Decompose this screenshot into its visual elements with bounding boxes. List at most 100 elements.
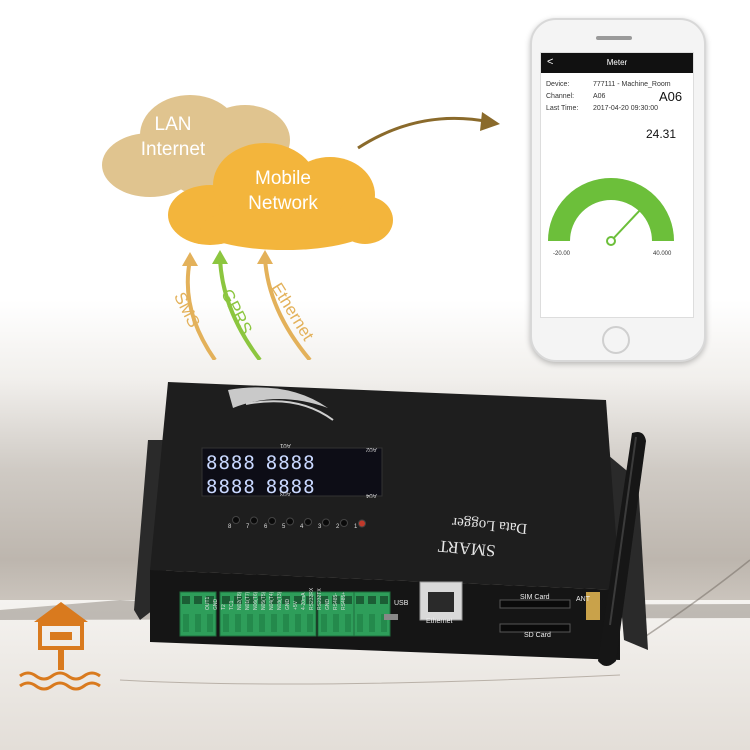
terminal-screw-0 <box>182 596 190 604</box>
link-arrow-0 <box>185 259 217 360</box>
ethernet-socket <box>428 592 454 612</box>
link-arrows <box>182 250 312 360</box>
antenna <box>598 432 646 666</box>
antenna-body <box>598 432 646 666</box>
antenna-connector <box>586 592 600 620</box>
terminal-label-4: N02(T8) <box>237 591 243 610</box>
terminal-label-11: +5V <box>293 600 299 610</box>
display-a3: 8888 <box>206 476 256 498</box>
tag-a03: A03 <box>280 490 291 496</box>
tag-a02: A02 <box>366 446 377 452</box>
terminal-screw-2 <box>206 596 214 604</box>
terminal-screw-15 <box>356 596 364 604</box>
led-display <box>201 447 383 497</box>
antenna-highlight <box>609 436 637 626</box>
gauge-needle <box>610 209 641 242</box>
logo-wave-1 <box>19 681 101 691</box>
terminal-pin <box>223 614 229 632</box>
sim-card-label: SIM Card <box>520 594 550 601</box>
terminal-label-3: TC1 <box>229 600 235 610</box>
ethernet-label-device: Ethernet <box>426 618 453 625</box>
terminal-label-14: RS232TX <box>317 588 323 610</box>
terminal-label-0: OUT1 <box>205 596 211 610</box>
terminal-screw-3 <box>222 596 230 604</box>
status-led-3 <box>322 518 330 527</box>
terminal-label-5: N01(T7) <box>245 591 251 610</box>
sd-slot <box>499 623 571 633</box>
device-top-face <box>150 382 620 590</box>
logo-post <box>58 648 64 670</box>
gauge-min: -20.00 <box>553 251 571 257</box>
channel-big: A06 <box>659 89 683 104</box>
terminal-screw-16 <box>368 596 376 604</box>
usb-port <box>384 614 398 620</box>
network-clouds <box>102 95 393 250</box>
device-value: 777111 - Machine_Room <box>593 81 671 88</box>
link-arrow-2 <box>263 257 312 360</box>
status-led-6 <box>268 517 276 525</box>
terminal-label-10: GND <box>285 598 291 610</box>
meter-app-screen: < Meter Device: 777111 - Machine_Room Ch… <box>540 52 694 318</box>
gauge-hub <box>606 236 616 246</box>
status-led-4 <box>304 518 312 526</box>
terminal-label-7: N05(T5) <box>261 591 267 610</box>
gauge-fill <box>548 178 674 242</box>
display-a1: 8888 <box>206 452 256 474</box>
tag-a01: A01 <box>280 442 291 448</box>
device-label: Device: <box>546 81 570 88</box>
terminal-screw-5 <box>246 596 254 604</box>
terminal-screw-9 <box>294 596 302 604</box>
usb-label: USB <box>394 600 409 607</box>
led-label-8: 8 <box>228 524 232 530</box>
terminal-screw-6 <box>258 596 266 604</box>
flood-logo-icon <box>19 602 101 691</box>
terminal-label-9: N03(T3) <box>277 591 283 610</box>
led-label-3: 3 <box>318 524 322 530</box>
tag-a04: A04 <box>366 492 377 498</box>
display-a2: 8888 <box>265 452 316 474</box>
terminal-pin <box>235 614 241 632</box>
display-digits: 8888 8888 8888 8888 <box>206 452 406 498</box>
phone-speaker <box>596 36 632 40</box>
terminal-pin <box>295 614 301 632</box>
led-label-4: 4 <box>300 524 304 530</box>
terminal-label-13: RS232RX <box>309 587 315 610</box>
terminal-pin <box>271 614 277 632</box>
ant-label: ANT <box>576 596 590 603</box>
terminal-screw-8 <box>282 596 290 604</box>
terminal-screw-1 <box>194 596 202 604</box>
led-label-2: 2 <box>336 524 340 530</box>
sd-card-label: SD Card <box>524 632 551 639</box>
lan-internet-label: LAN Internet <box>140 114 206 160</box>
terminal-label-16: RS485- <box>333 593 339 610</box>
link-arrow-head-1 <box>212 250 228 264</box>
led-label-6: 6 <box>264 524 268 530</box>
terminal-screw-4 <box>234 596 242 604</box>
brand-swoosh-2 <box>245 400 334 421</box>
back-button[interactable]: < <box>547 56 554 68</box>
terminal-pin <box>333 614 339 632</box>
brand-swoosh <box>228 387 328 408</box>
logo-roof <box>34 602 88 622</box>
terminal-label-8: N04(T4) <box>269 591 275 610</box>
time-value: 2017-04-20 09:30:00 <box>593 105 658 112</box>
gauge-max: 40.000 <box>653 251 672 257</box>
time-label: Last Time: <box>546 105 579 112</box>
status-led-2 <box>340 519 348 527</box>
led-label-1: 1 <box>354 524 358 530</box>
status-led-8 <box>232 516 240 524</box>
mobile-network-label: Mobile Network <box>248 168 318 214</box>
home-button[interactable] <box>602 326 630 354</box>
terminal-pin <box>183 614 189 632</box>
terminal-label-12: 4-20mA <box>301 592 307 610</box>
terminal-screw-13 <box>344 596 352 604</box>
terminal-label-15: GND <box>325 598 331 610</box>
sim-slot <box>499 599 571 609</box>
reading-value: 24.31 <box>646 127 677 141</box>
terminal-pin <box>381 614 387 632</box>
terminal-screw-17 <box>380 596 388 604</box>
link-arrow-head-0 <box>182 252 198 266</box>
channel-label: Channel: <box>546 93 575 100</box>
terminal-screw-11 <box>320 596 328 604</box>
